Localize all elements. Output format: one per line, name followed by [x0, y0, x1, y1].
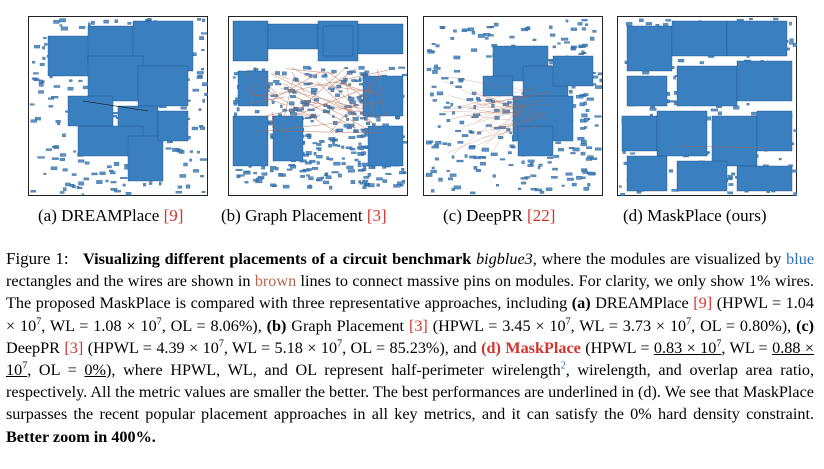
metric-text: , OL =: [27, 361, 85, 380]
metric-text: , OL = 0.80%),: [691, 316, 797, 335]
subcaption-a: (a) DREAMPlace [9]: [38, 206, 183, 226]
exponent: 7: [565, 316, 571, 328]
caption-text: rectangles and the wires are shown in: [6, 272, 255, 291]
subcaption-label: (a) DREAMPlace: [38, 206, 164, 225]
tag-d-maskplace: (d) MaskPlace: [481, 338, 581, 357]
subcaption-label: (d) MaskPlace (ours): [623, 206, 767, 225]
metric-text: , WL =: [721, 338, 773, 357]
caption-text: where HPWL, WL, and OL represent half-pe…: [115, 361, 561, 380]
caption-text: , where the modules are visualized by: [532, 250, 787, 268]
citation-link[interactable]: [22]: [527, 206, 556, 225]
tag-a: (a): [571, 294, 591, 313]
placement-image-deeppr: [423, 16, 603, 196]
brown-word: brown: [254, 272, 297, 291]
metric-value: 0.88 × 10: [6, 338, 814, 380]
tag-b: (b): [266, 316, 287, 335]
caption-text: , wirelength, and overlap area ratio, re…: [6, 361, 814, 424]
metric-text: , OL = 85.23%), and: [342, 338, 482, 357]
exponent: 7: [716, 338, 722, 350]
metric-text: , WL = 3.73 × 10: [570, 316, 687, 335]
placement-panel-maskplace: [617, 16, 797, 196]
tag-c: (c): [796, 316, 815, 335]
figure-panels: (a) DREAMPlace [9] (b) Graph Placement […: [28, 16, 797, 226]
best-wl: 0.88 × 107: [6, 339, 814, 379]
subcaption-d: (d) MaskPlace (ours): [623, 206, 767, 226]
placement-panel-deeppr: [423, 16, 603, 196]
zoom-note: Better zoom in 400%.: [6, 427, 156, 446]
footnote-link[interactable]: 2: [560, 360, 566, 372]
figure-caption: Figure 1: Visualizing different placemen…: [6, 248, 814, 448]
placement-panel-graph-placement: [228, 16, 408, 196]
best-hpwl: 0.83 × 107: [654, 339, 722, 357]
caption-title: Visualizing different placements of a ci…: [83, 250, 472, 268]
placement-image-graph-placement: [228, 16, 408, 196]
metric-text: (HPWL =: [580, 338, 654, 357]
metric-text: , OL = 8.06%),: [161, 316, 267, 335]
citation-link[interactable]: [3]: [64, 338, 84, 357]
figure-label: Figure 1:: [6, 249, 69, 268]
metric-text: , WL = 5.18 × 10: [223, 338, 338, 357]
metric-value: 0.83 × 10: [653, 338, 717, 357]
subcaption-label: (b) Graph Placement: [221, 206, 367, 225]
citation-link[interactable]: [9]: [163, 206, 184, 225]
benchmark-name: bigblue3: [476, 250, 533, 268]
metric-text: , WL = 1.08 × 10: [41, 316, 157, 335]
exponent: 7: [22, 360, 28, 372]
citation-link[interactable]: [3]: [366, 206, 387, 225]
caption-text: lines to connect massive pins on modules…: [6, 272, 814, 313]
exponent: 7: [686, 316, 692, 328]
caption-text: DREAMPlace: [590, 294, 694, 313]
exponent: 7: [36, 316, 42, 328]
subcaption-b: (b) Graph Placement [3]: [221, 206, 387, 226]
placement-panel-dreamplace: [28, 16, 208, 196]
subcaption-c: (c) DeepPR [22]: [443, 206, 555, 226]
blue-word: blue: [786, 250, 815, 268]
exponent: 7: [218, 338, 224, 350]
placement-image-maskplace: [617, 16, 797, 196]
subcaption-label: (c) DeepPR: [443, 206, 528, 225]
best-ol: 0%: [84, 361, 106, 380]
metric-text: (HPWL = 4.39 × 10: [83, 338, 219, 357]
metric-text: ),: [105, 361, 116, 380]
exponent: 7: [337, 338, 343, 350]
citation-link[interactable]: [9]: [693, 294, 713, 313]
caption-text: DeepPR: [6, 338, 65, 357]
exponent: 7: [156, 316, 162, 328]
citation-link[interactable]: [3]: [408, 316, 428, 335]
metric-text: (HPWL = 3.45 × 10: [427, 316, 566, 335]
metric-text: (HPWL = 1.04 × 10: [6, 294, 814, 335]
caption-text: Graph Placement: [286, 316, 409, 335]
placement-image-dreamplace: [28, 16, 208, 196]
